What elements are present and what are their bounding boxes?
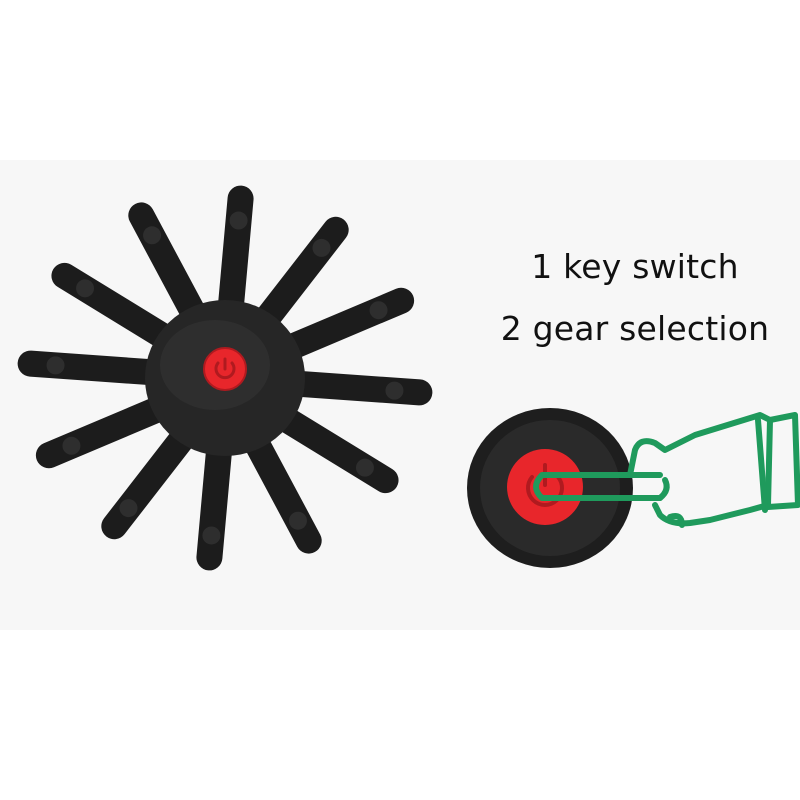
power-button-icon[interactable] xyxy=(203,347,247,391)
closeup-power-button-icon[interactable] xyxy=(507,449,583,525)
pointing-hand-icon xyxy=(533,412,800,528)
massager-node xyxy=(143,226,162,245)
massager-node xyxy=(62,436,81,455)
switch-closeup-image xyxy=(467,408,800,568)
massager-node xyxy=(369,301,388,320)
massager-node xyxy=(312,238,331,257)
caption-line-gear-selection: 2 gear selection xyxy=(500,309,770,348)
feature-caption: 1 key switch 2 gear selection xyxy=(480,236,790,360)
massager-node xyxy=(229,211,248,230)
caption-line-key-switch: 1 key switch xyxy=(531,247,739,286)
massager-node xyxy=(355,458,374,477)
massager-node xyxy=(385,381,404,400)
massager-node xyxy=(76,279,95,298)
massager-node xyxy=(119,499,138,518)
massager-node xyxy=(288,511,307,530)
massager-arms xyxy=(17,185,433,571)
head-massager-image xyxy=(17,185,433,571)
massager-node xyxy=(46,356,65,375)
massager-node xyxy=(202,526,221,545)
